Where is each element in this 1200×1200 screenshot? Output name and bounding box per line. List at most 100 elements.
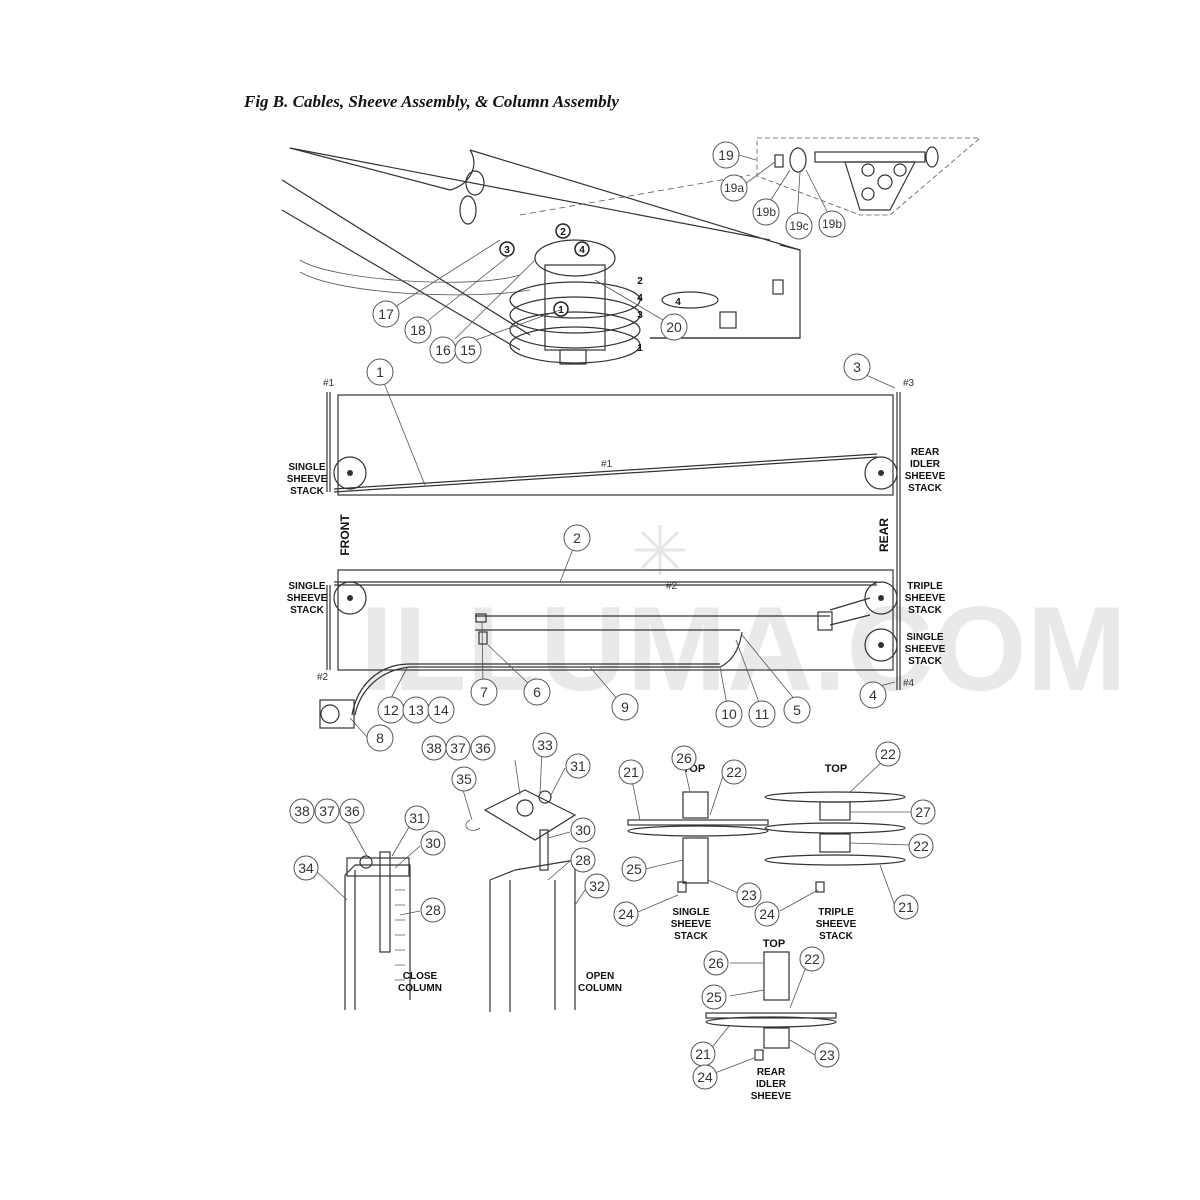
- svg-text:26: 26: [676, 750, 692, 766]
- callout-22-single: 22: [721, 759, 747, 785]
- svg-text:1: 1: [558, 305, 564, 316]
- single-sheeve-stack-detail: [627, 791, 769, 893]
- svg-text:33: 33: [537, 737, 553, 753]
- watermark-star-icon: [635, 525, 685, 575]
- svg-text:37: 37: [319, 803, 335, 819]
- svg-text:25: 25: [626, 861, 642, 877]
- svg-text:30: 30: [575, 822, 591, 838]
- callout-11: 11: [748, 700, 776, 728]
- callout-10: 10: [715, 700, 743, 728]
- svg-text:SHEEVE: SHEEVE: [905, 644, 946, 655]
- callout-24-triple: 24: [754, 901, 780, 927]
- callout-38-close: 38: [289, 798, 315, 824]
- svg-text:STACK: STACK: [908, 656, 942, 667]
- callout-9: 9: [611, 693, 639, 721]
- svg-text:14: 14: [433, 702, 449, 718]
- svg-text:34: 34: [298, 860, 314, 876]
- svg-text:SINGLE: SINGLE: [288, 462, 326, 473]
- callout-30-close: 30: [420, 830, 446, 856]
- svg-text:19b: 19b: [756, 205, 776, 219]
- label-rear-idler-sheeve-stack: REAR IDLER SHEEVE STACK: [905, 447, 946, 494]
- callout-35: 35: [451, 766, 477, 792]
- cable-mark-2-center: #2: [666, 581, 678, 592]
- svg-text:32: 32: [589, 878, 605, 894]
- label-rear-idler-sheeve-stack-detail: REAR IDLER SHEEVE: [751, 1067, 792, 1102]
- svg-text:16: 16: [435, 342, 451, 358]
- label-top-triple: TOP: [825, 763, 847, 775]
- svg-text:SINGLE: SINGLE: [288, 581, 326, 592]
- svg-text:SHEEVE: SHEEVE: [287, 593, 328, 604]
- svg-text:20: 20: [666, 319, 682, 335]
- callout-37-open: 37: [445, 735, 471, 761]
- svg-text:SINGLE: SINGLE: [906, 632, 944, 643]
- callout-8: 8: [366, 724, 394, 752]
- svg-text:REAR: REAR: [911, 447, 940, 458]
- svg-text:SHEEVE: SHEEVE: [816, 919, 857, 930]
- svg-text:31: 31: [570, 758, 586, 774]
- cable-mark-3: #3: [903, 378, 915, 389]
- svg-text:22: 22: [804, 951, 820, 967]
- cable-mark-1-left: #1: [323, 378, 335, 389]
- callout-19b-right: 19b: [818, 210, 846, 238]
- svg-text:24: 24: [759, 906, 775, 922]
- cable-mark-1-center: #1: [601, 459, 613, 470]
- callout-24-rear: 24: [692, 1064, 718, 1090]
- callout-37-close: 37: [314, 798, 340, 824]
- svg-text:11: 11: [755, 706, 770, 722]
- svg-text:21: 21: [623, 764, 639, 780]
- svg-text:30: 30: [425, 835, 441, 851]
- detail-19-inset: [756, 137, 982, 216]
- callout-18: 18: [404, 316, 432, 344]
- callout-13: 13: [402, 696, 430, 724]
- svg-text:5: 5: [793, 702, 801, 718]
- top-cable-number-2: 2: [555, 223, 571, 239]
- rear-idler-sheeve-stack-detail: [705, 951, 837, 1061]
- cable-end-3: 3: [637, 310, 643, 321]
- svg-text:23: 23: [741, 887, 757, 903]
- callout-36-open: 36: [470, 735, 496, 761]
- top-cable-number-3: 3: [499, 241, 515, 257]
- callout-28-close: 28: [420, 897, 446, 923]
- svg-text:CLOSE: CLOSE: [403, 971, 438, 982]
- svg-text:SHEEVE: SHEEVE: [287, 474, 328, 485]
- callout-22-triple: 22: [908, 833, 934, 859]
- callout-31-close: 31: [404, 805, 430, 831]
- callout-22-triple-top: 22: [875, 741, 901, 767]
- label-triple-sheeve-stack-detail: TRIPLE SHEEVE STACK: [816, 907, 857, 942]
- callout-16: 16: [429, 336, 457, 364]
- svg-text:3: 3: [504, 245, 510, 256]
- cable-end-4a: 4: [637, 293, 643, 304]
- callout-1: 1: [366, 358, 394, 386]
- label-rear: REAR: [877, 518, 891, 552]
- svg-text:19b: 19b: [822, 217, 842, 231]
- top-sheeve-assembly-drawing: [281, 147, 801, 365]
- label-single-sheeve-stack-upper: SINGLE SHEEVE STACK: [287, 462, 328, 497]
- callout-19a: 19a: [720, 174, 748, 202]
- svg-text:COLUMN: COLUMN: [398, 983, 442, 994]
- svg-text:6: 6: [533, 684, 541, 700]
- callout-21-triple: 21: [893, 894, 919, 920]
- svg-text:22: 22: [880, 746, 896, 762]
- svg-text:IDLER: IDLER: [910, 459, 941, 470]
- svg-text:17: 17: [378, 306, 394, 322]
- svg-text:21: 21: [898, 899, 914, 915]
- cable-layout-drawing: [319, 392, 901, 729]
- callout-21-single: 21: [618, 759, 644, 785]
- callout-23-single: 23: [736, 882, 762, 908]
- svg-text:19a: 19a: [724, 181, 744, 195]
- svg-text:27: 27: [915, 804, 931, 820]
- svg-text:3: 3: [853, 359, 861, 375]
- top-cable-number-4: 4: [574, 241, 590, 257]
- svg-text:8: 8: [376, 730, 384, 746]
- callout-leaders: [312, 154, 912, 1074]
- svg-text:TRIPLE: TRIPLE: [907, 581, 943, 592]
- callout-31-open: 31: [565, 753, 591, 779]
- svg-text:STACK: STACK: [290, 486, 324, 497]
- top-cable-number-1: 1: [553, 301, 569, 317]
- svg-text:19: 19: [718, 147, 734, 163]
- callout-26-single: 26: [671, 745, 697, 771]
- callout-30-open: 30: [570, 817, 596, 843]
- callout-36-close: 36: [339, 798, 365, 824]
- callout-17: 17: [372, 300, 400, 328]
